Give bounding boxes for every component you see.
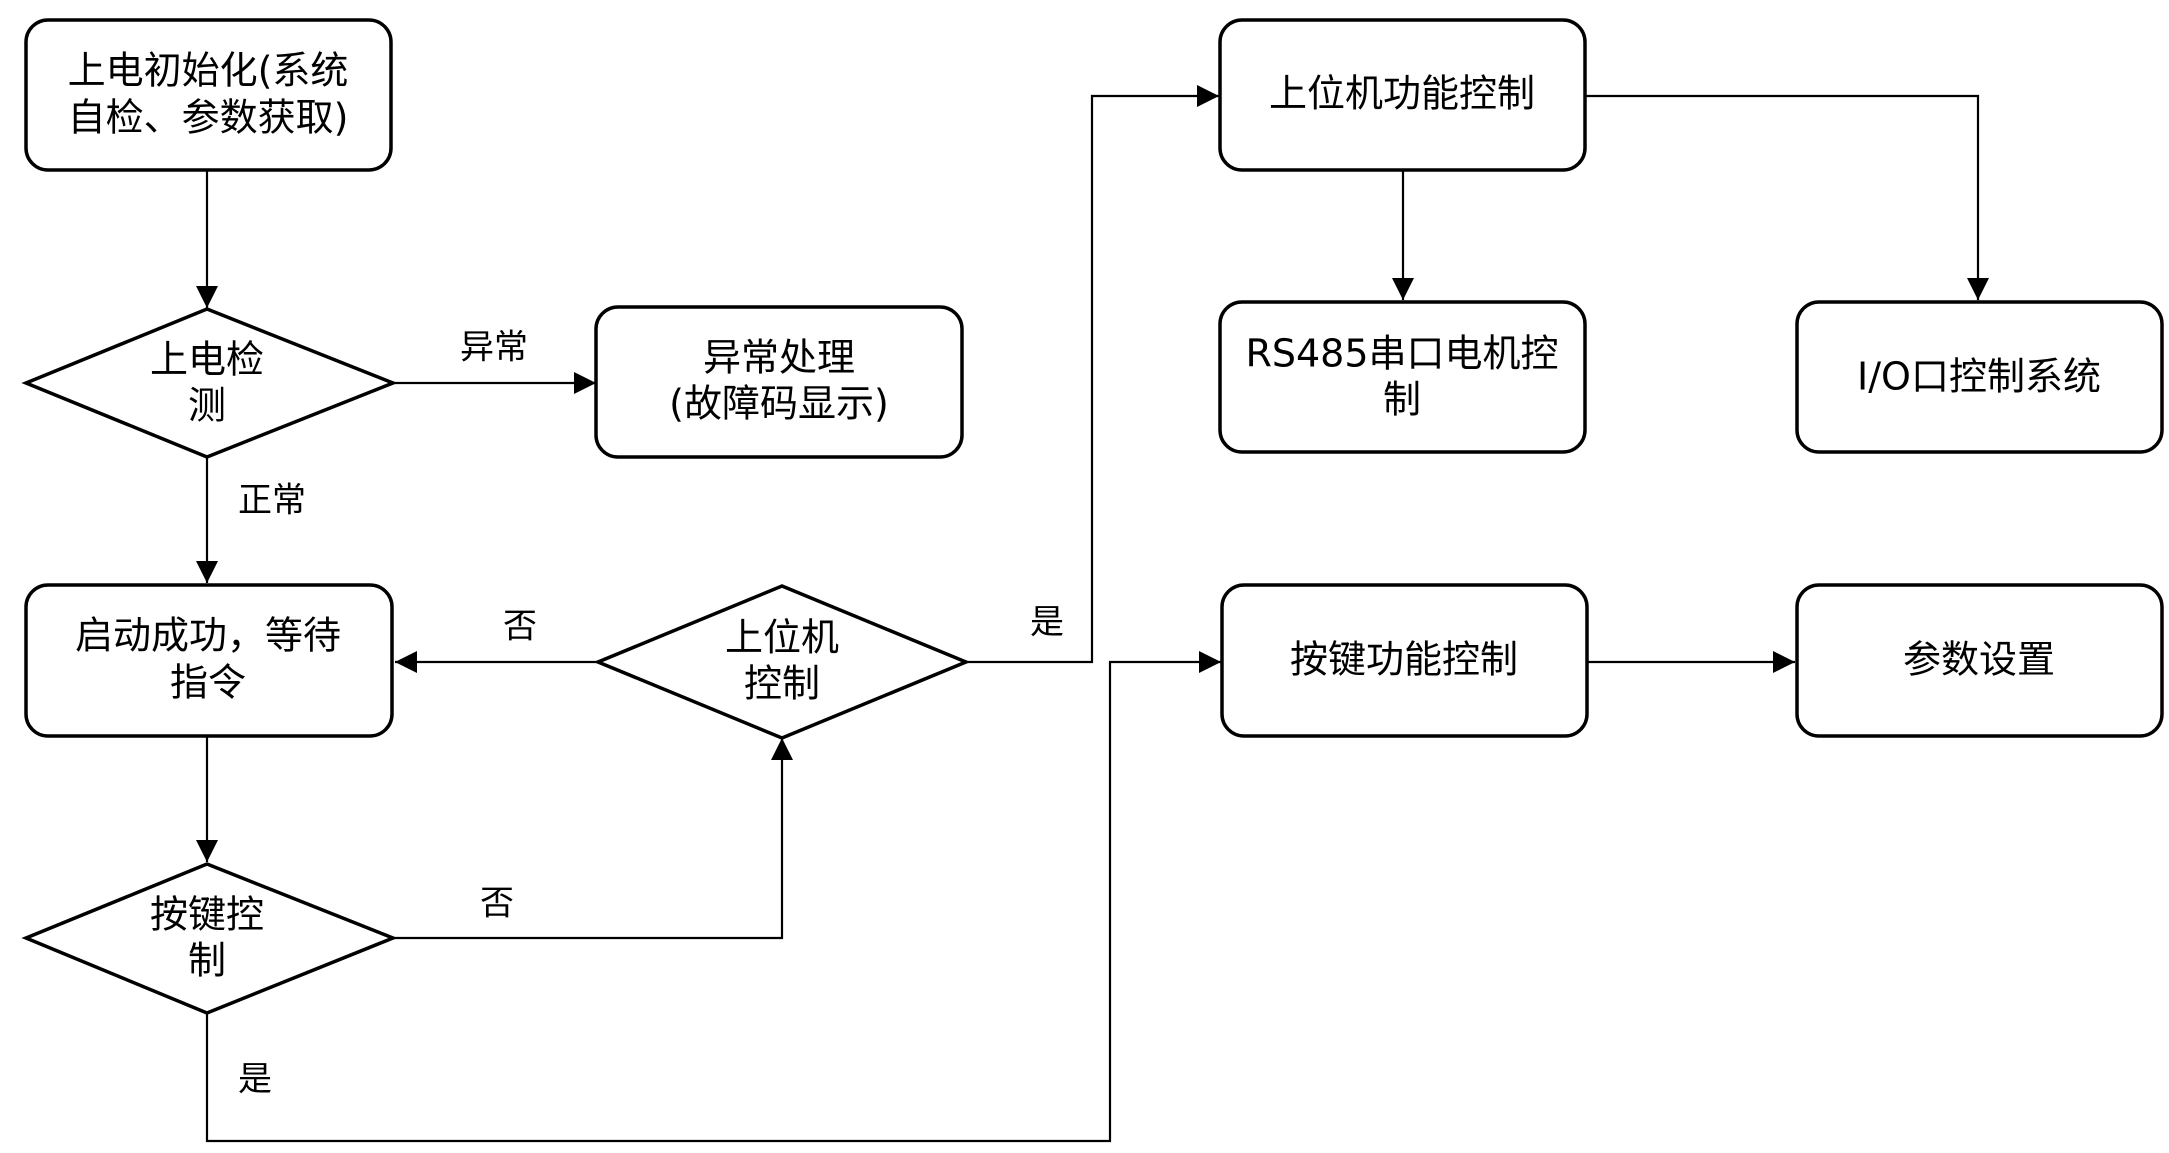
node-exception-line-2: (故障码显示) — [669, 382, 889, 426]
node-power-check-line-2: 测 — [188, 384, 226, 428]
node-io-line-1: I/O口控制系统 — [1857, 355, 2101, 399]
node-key-check-line-2: 制 — [188, 939, 226, 983]
node-rs485-line-2: 制 — [1383, 378, 1421, 422]
node-host-func-line-1: 上位机功能控制 — [1269, 72, 1535, 116]
node-rs485: RS485串口电机控 制 — [1218, 300, 1587, 454]
node-key-func-line-1: 按键功能控制 — [1290, 638, 1518, 682]
node-exception-line-1: 异常处理 — [703, 336, 855, 380]
edge-key-check-to-host-check — [393, 738, 793, 940]
label-key-yes: 是 — [238, 1060, 272, 1100]
node-key-func: 按键功能控制 — [1220, 583, 1589, 738]
node-host-check: 上位机 控制 — [593, 584, 971, 740]
node-ready-line-2: 指令 — [170, 661, 246, 705]
node-params: 参数设置 — [1795, 583, 2164, 738]
label-key-no: 否 — [480, 884, 514, 924]
node-rs485-line-1: RS485串口电机控 — [1245, 332, 1558, 376]
label-abnormal: 异常 — [460, 328, 528, 368]
edge-labels: 异常 正常 否 是 否 是 — [238, 328, 1064, 1100]
node-host-check-line-2: 控制 — [744, 662, 820, 706]
label-host-no: 否 — [503, 607, 537, 647]
node-host-check-line-1: 上位机 — [725, 616, 839, 660]
edges — [196, 85, 1989, 1143]
node-init-line-1: 上电初始化(系统 — [68, 49, 349, 93]
node-ready: 启动成功，等待 指令 — [24, 583, 394, 738]
node-power-check-line-1: 上电检 — [150, 338, 264, 382]
node-init: 上电初始化(系统 自检、参数获取) — [24, 18, 393, 172]
node-params-line-1: 参数设置 — [1903, 638, 2055, 682]
node-key-check-line-1: 按键控 — [150, 893, 264, 937]
label-host-yes: 是 — [1030, 603, 1064, 643]
label-normal: 正常 — [238, 481, 306, 521]
node-key-check: 按键控 制 — [21, 862, 398, 1015]
node-exception: 异常处理 (故障码显示) — [594, 305, 964, 459]
edge-host-check-to-host-func — [966, 85, 1219, 664]
node-power-check: 上电检 测 — [21, 307, 398, 459]
node-host-func: 上位机功能控制 — [1218, 18, 1587, 172]
node-io: I/O口控制系统 — [1795, 300, 2164, 454]
edge-host-func-to-io — [1585, 94, 1989, 300]
node-ready-line-1: 启动成功，等待 — [75, 614, 341, 658]
node-init-line-2: 自检、参数获取) — [68, 96, 349, 140]
edge-key-check-to-key-func — [205, 651, 1221, 1143]
